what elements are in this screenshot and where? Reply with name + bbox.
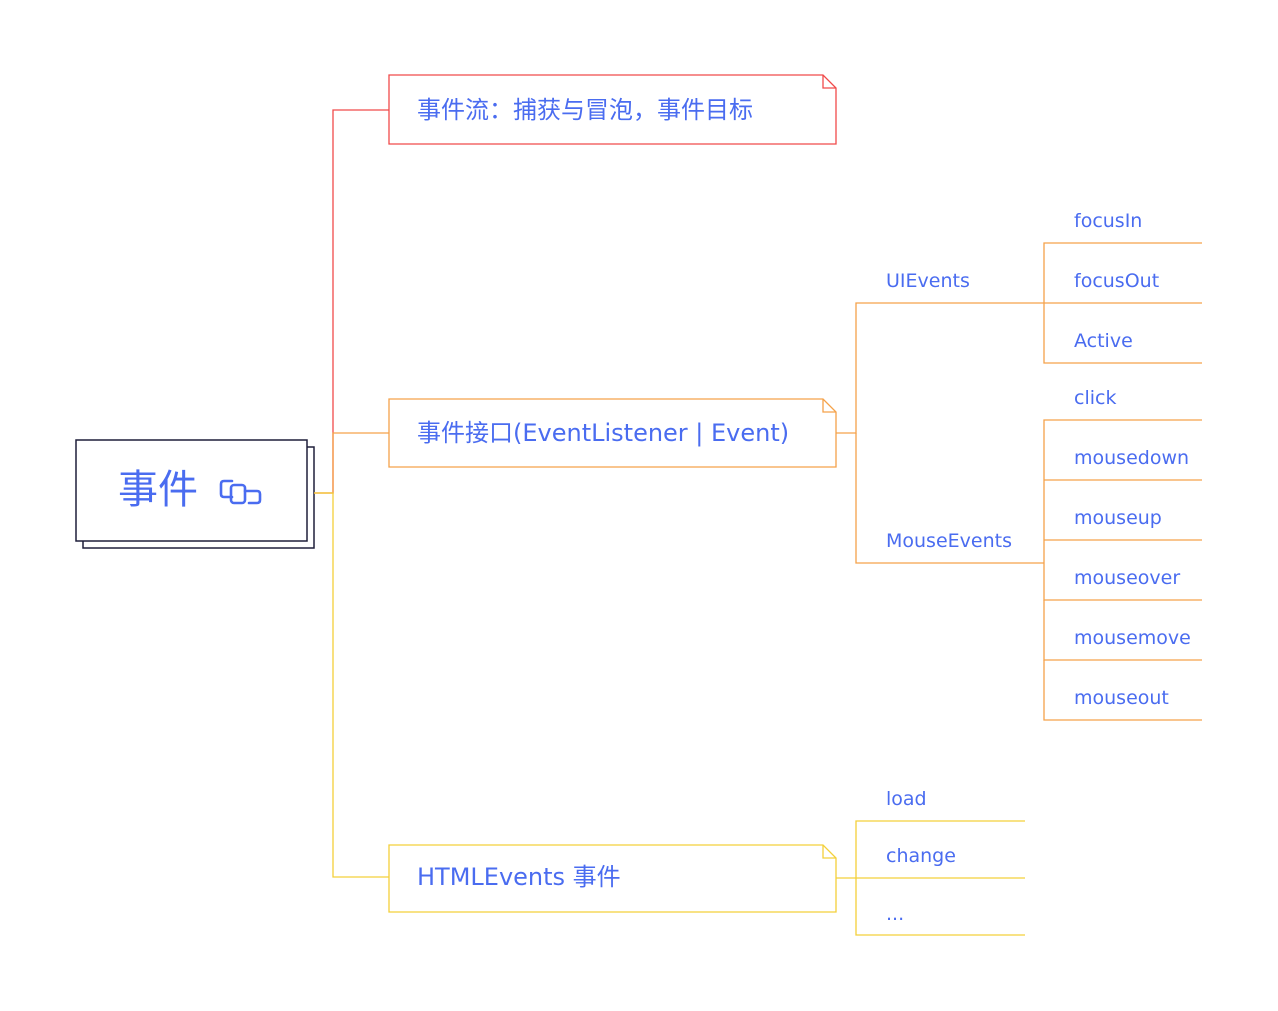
connector-branch-1 — [314, 109, 389, 494]
underline-mouseout — [1043, 660, 1202, 721]
leaf-focusin: focusIn — [1074, 210, 1143, 232]
branch-3-label: HTMLEvents 事件 — [417, 863, 621, 891]
leaf-mousedown: mousedown — [1074, 447, 1190, 469]
branch-1-label: 事件流：捕获与冒泡，事件目标 — [417, 96, 753, 124]
branch-3-box[interactable] — [388, 844, 837, 913]
connector-uievents — [836, 302, 1044, 434]
underline-load — [836, 820, 1025, 879]
group-mouseevents-label: MouseEvents — [886, 530, 1012, 552]
leaf-focusout: focusOut — [1074, 270, 1160, 292]
underline-ellipsis — [855, 878, 1025, 936]
leaf-mousemove: mousemove — [1074, 627, 1191, 649]
link-icon[interactable] — [219, 479, 262, 505]
connector-mouseevents — [855, 433, 1044, 564]
branch-1-box[interactable] — [388, 74, 837, 145]
root-node[interactable] — [75, 439, 308, 542]
group-uievents-label: UIEvents — [886, 270, 970, 292]
leaf-click: click — [1074, 387, 1117, 409]
branch-2-fold — [822, 399, 836, 413]
underline-active — [1043, 303, 1202, 364]
connector-branch-2 — [314, 432, 389, 494]
leaf-ellipsis: ... — [886, 903, 905, 925]
branch-2-box[interactable] — [388, 398, 837, 468]
leaf-mouseup: mouseup — [1074, 507, 1162, 529]
branch-1-fold — [822, 75, 836, 89]
underline-focusin — [1043, 242, 1202, 303]
branch-3-fold — [822, 845, 836, 859]
branch-2-label: 事件接口(EventListener | Event) — [417, 419, 790, 447]
root-label: 事件 — [118, 467, 198, 513]
leaf-mouseover: mouseover — [1074, 567, 1181, 589]
leaf-active: Active — [1074, 330, 1133, 352]
leaf-load: load — [886, 788, 927, 810]
underline-click — [1043, 419, 1202, 563]
connector-branch-3 — [314, 492, 389, 878]
leaf-mouseout: mouseout — [1074, 687, 1169, 709]
leaf-change: change — [886, 845, 956, 867]
